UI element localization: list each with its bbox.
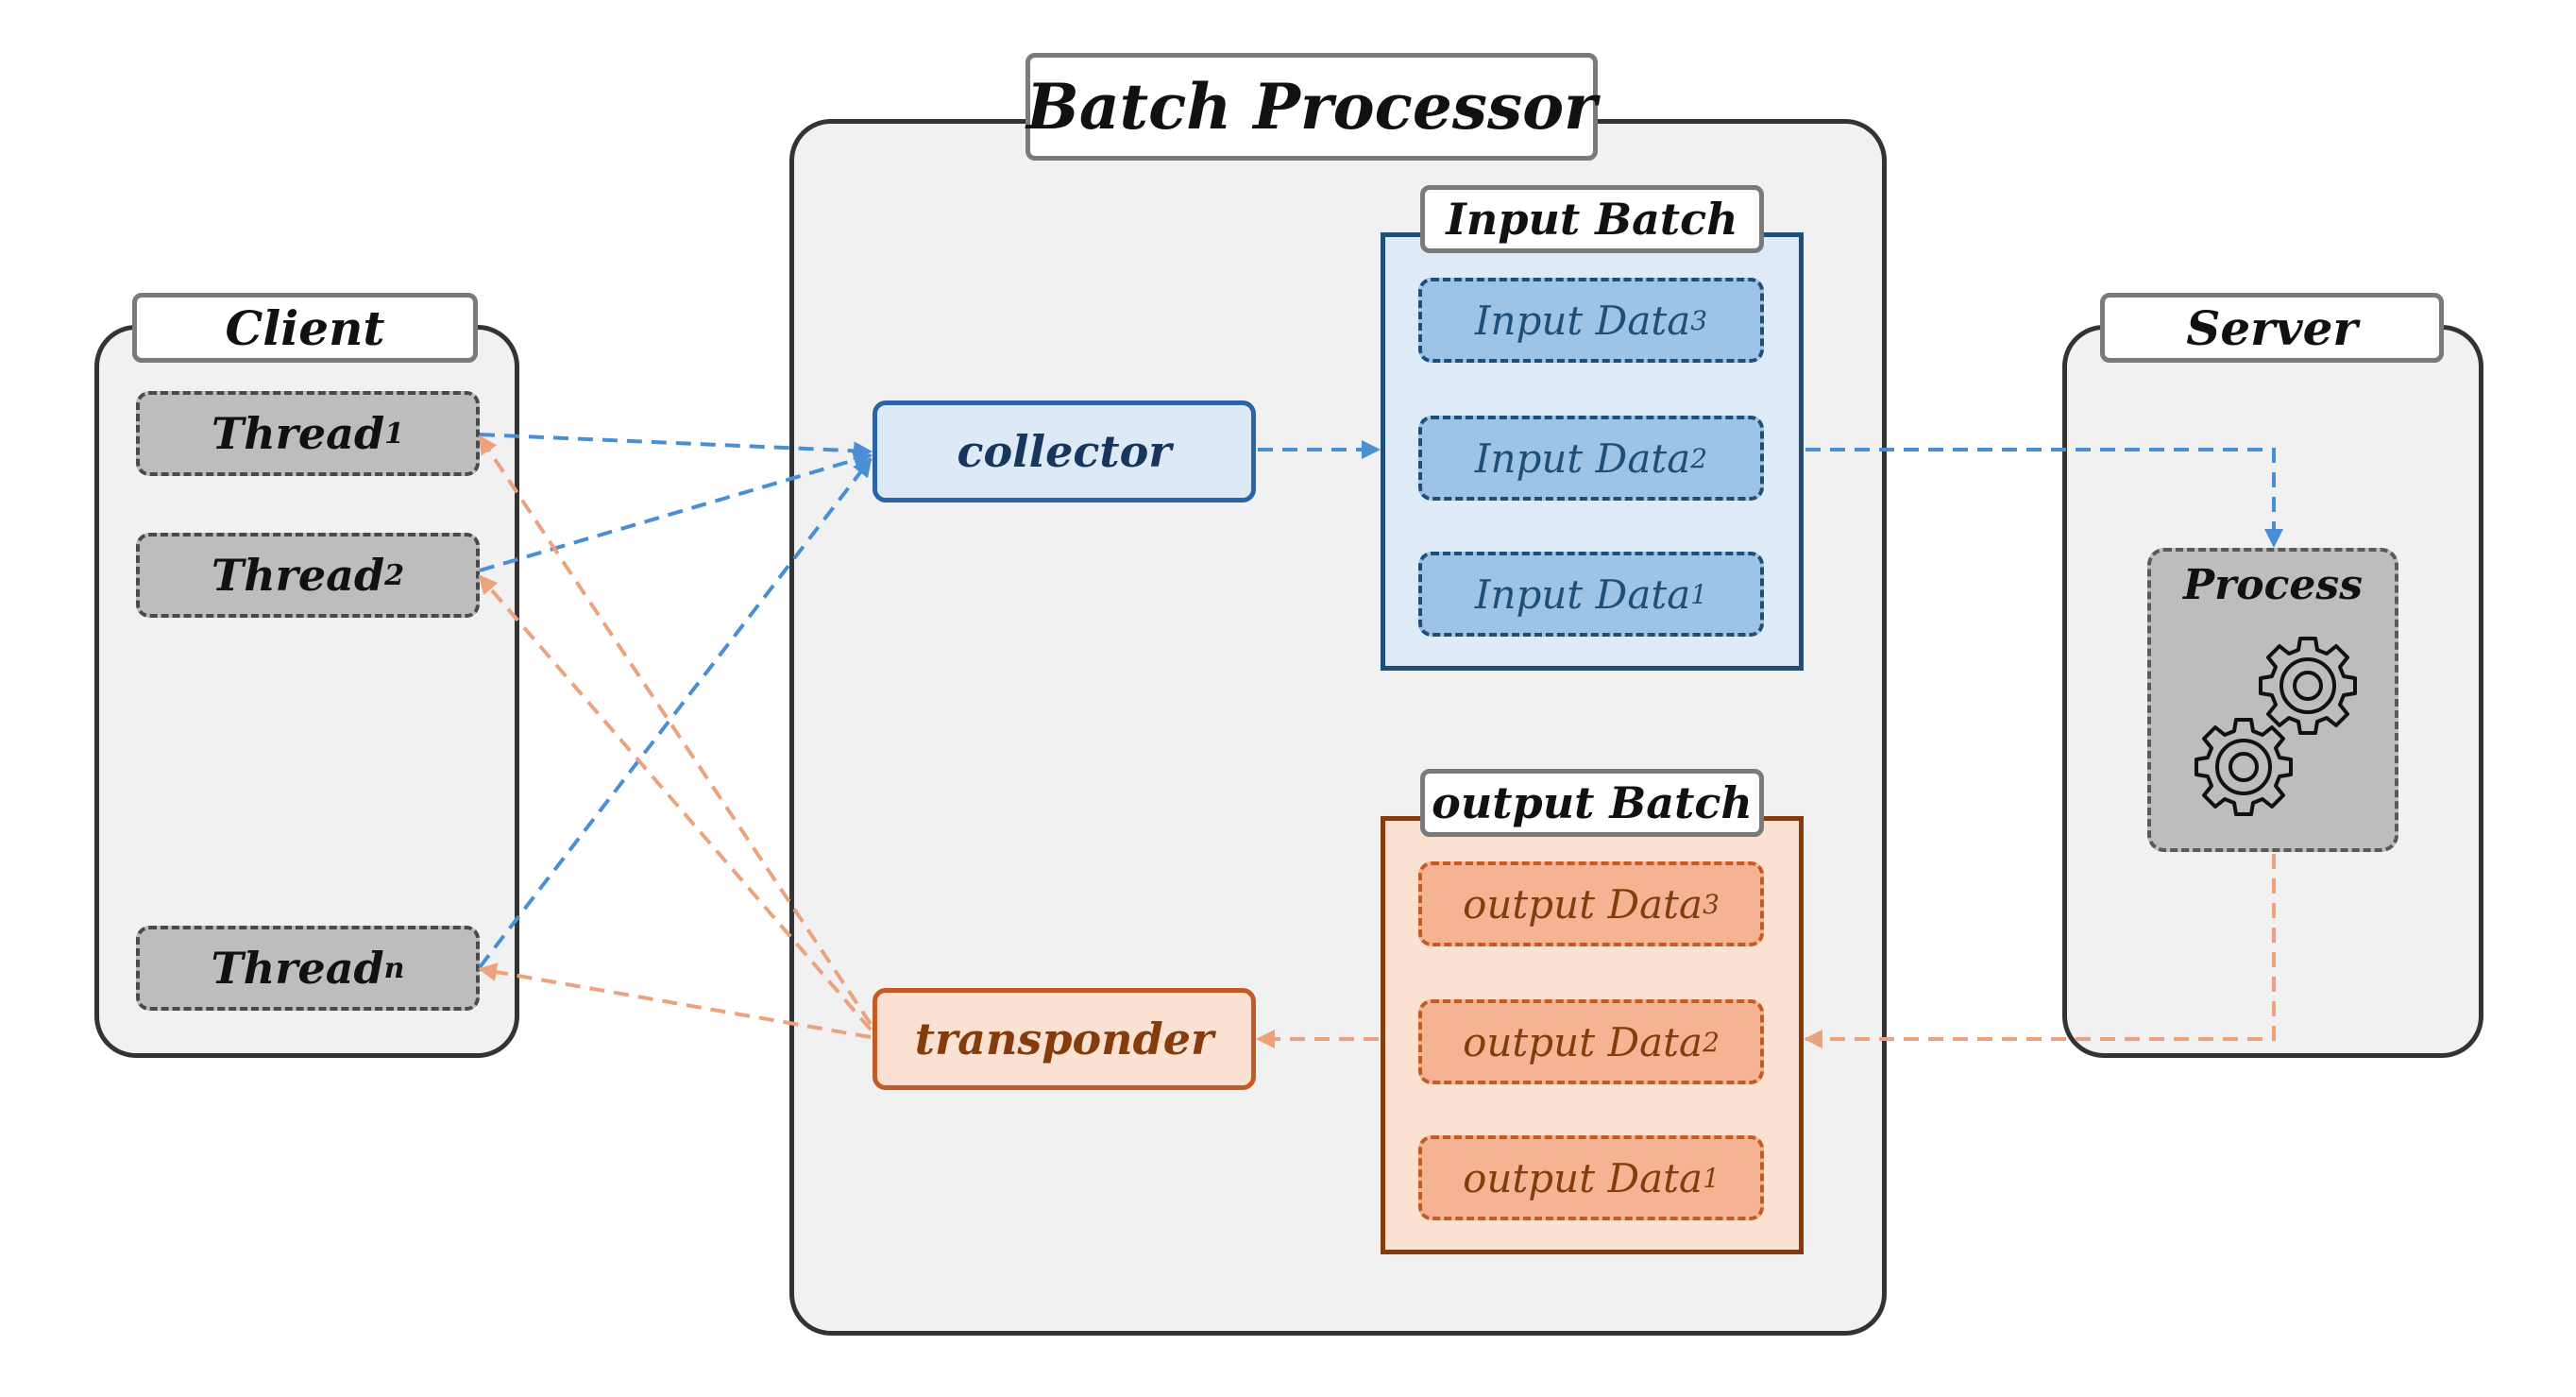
output-data-1-label: output Data bbox=[1463, 1154, 1703, 1201]
output-data-3-label: output Data bbox=[1463, 880, 1703, 928]
collector-node[interactable]: collector bbox=[873, 400, 1256, 503]
input-data-3-subscript: 3 bbox=[1690, 304, 1708, 336]
input-data-3-label: Input Data bbox=[1474, 297, 1691, 344]
transponder-node[interactable]: transponder bbox=[873, 988, 1256, 1090]
thread-n-label: Thread bbox=[211, 943, 384, 994]
input-data-1-label: Input Data bbox=[1474, 571, 1691, 618]
process-to-output-batch-arrow bbox=[1804, 854, 2276, 1048]
input-batch-label: Input Batch bbox=[1420, 185, 1764, 253]
thread-1-subscript: 1 bbox=[384, 417, 405, 451]
server-label: Server bbox=[2100, 293, 2444, 363]
transponder-to-thread-1-arrow bbox=[478, 434, 873, 1026]
output-data-1-subscript: 1 bbox=[1703, 1162, 1720, 1194]
output-data-2-label: output Data bbox=[1463, 1018, 1703, 1065]
thread-2-subscript: 2 bbox=[384, 558, 405, 592]
output-data-3-subscript: 3 bbox=[1703, 888, 1720, 920]
transponder-to-thread-2-arrow bbox=[478, 574, 873, 1031]
thread-2-label: Thread bbox=[211, 550, 385, 601]
client-label: Client bbox=[132, 293, 478, 363]
process-box: Process bbox=[2147, 548, 2398, 852]
output-data-2-subscript: 2 bbox=[1703, 1026, 1720, 1058]
process-label: Process bbox=[2183, 561, 2363, 609]
thread-1-to-collector-arrow bbox=[479, 433, 873, 461]
input-data-2-subscript: 2 bbox=[1690, 442, 1708, 474]
gears-icon bbox=[2195, 637, 2357, 816]
transponder-to-thread-n-arrow bbox=[478, 963, 872, 1039]
input-data-2-label: Input Data bbox=[1474, 434, 1691, 482]
batch-processor-title: Batch Processor bbox=[1025, 53, 1598, 161]
thread-1-label: Thread bbox=[211, 408, 385, 459]
thread-2-to-collector-arrow bbox=[479, 451, 873, 572]
thread-n-to-collector-arrow bbox=[478, 457, 873, 969]
input-data-1-subscript: 1 bbox=[1690, 578, 1708, 610]
thread-n-subscript: n bbox=[383, 951, 405, 985]
input-batch-to-process-arrow bbox=[1805, 448, 2283, 548]
output-batch-label: output Batch bbox=[1420, 769, 1764, 837]
